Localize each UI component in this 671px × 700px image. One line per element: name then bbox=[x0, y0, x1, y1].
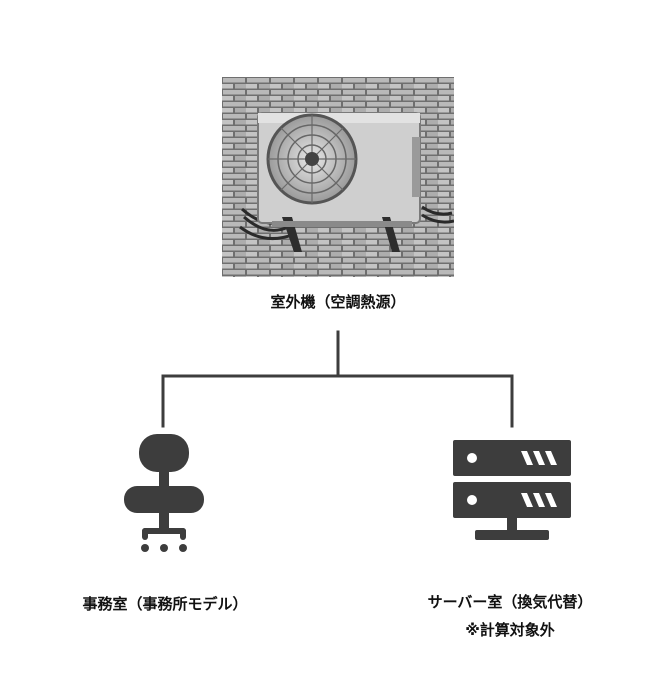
server-room-label: サーバー室（換気代替） bbox=[427, 593, 593, 611]
outdoor-unit-label: 室外機（空調熱源） bbox=[270, 293, 406, 311]
server-rack-icon bbox=[453, 440, 571, 540]
office-chair-icon bbox=[124, 434, 204, 552]
outdoor-unit-photo bbox=[222, 77, 454, 277]
brackets bbox=[282, 217, 400, 252]
office-label: 事務室（事務所モデル） bbox=[82, 595, 248, 613]
server-room-note: ※計算対象外 bbox=[465, 621, 555, 639]
